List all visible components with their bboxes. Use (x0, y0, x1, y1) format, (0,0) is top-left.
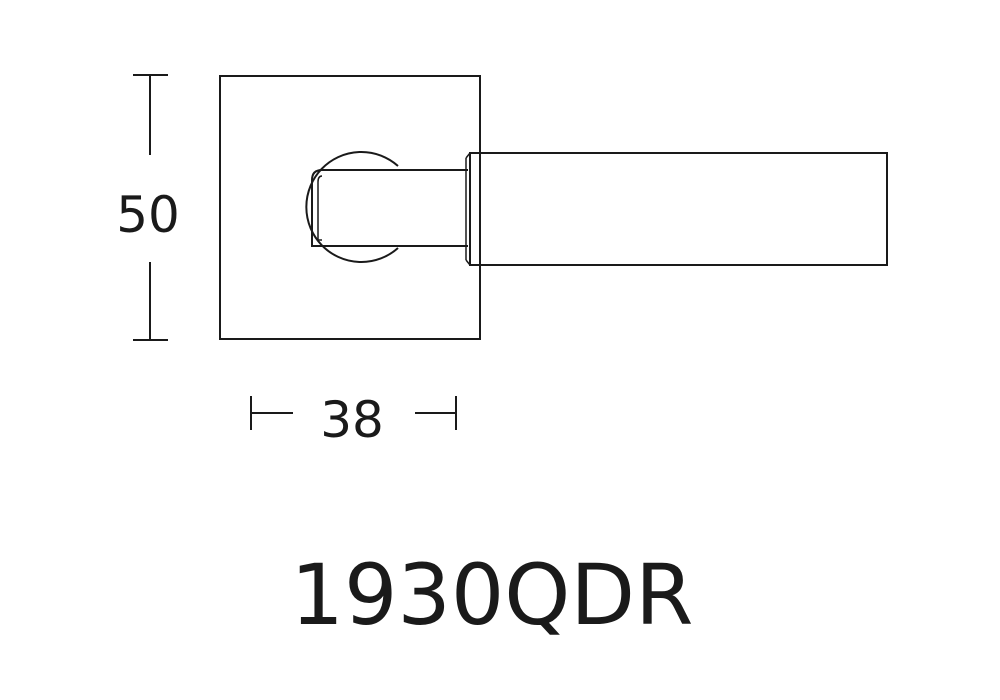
height-dimension-label: 50 (116, 186, 180, 244)
lever-bar (465, 152, 888, 266)
square-rosette-plate (219, 75, 481, 340)
model-number: 1930QDR (291, 546, 694, 644)
height-dimension: 50 (116, 74, 180, 341)
width-dimension: 38 (250, 391, 457, 449)
handle-neck (311, 169, 468, 247)
round-rose (305, 151, 399, 263)
width-dimension-label: 38 (320, 391, 384, 449)
